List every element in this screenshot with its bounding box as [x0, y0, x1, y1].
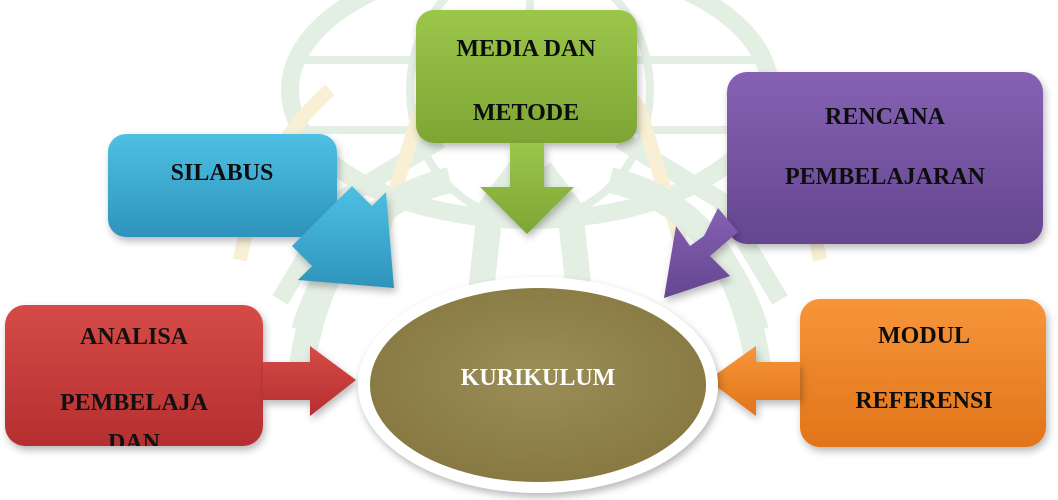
media-metode-label-line-2: METODE — [473, 100, 579, 126]
rencana-arrow — [664, 208, 738, 298]
analisa-label-line-1: ANALISA — [80, 324, 189, 350]
media-metode-arrow — [480, 143, 574, 234]
center-node: KURIKULUM — [358, 277, 718, 493]
arrow-down-icon — [480, 143, 574, 234]
rencana-label-line-1: RENCANA — [825, 104, 946, 130]
analisa-box — [5, 305, 263, 446]
arrow-right-down-icon — [292, 186, 394, 288]
modul-label-line-1: MODUL — [878, 323, 970, 349]
media-metode-label-line-1: MEDIA DAN — [456, 36, 596, 62]
silabus-arrow — [292, 186, 394, 288]
rencana-label-line-2: PEMBELAJARAN — [785, 164, 986, 190]
media-metode-box — [416, 10, 637, 143]
silabus-box — [108, 134, 337, 237]
modul-arrow — [708, 346, 800, 416]
silabus-node: SILABUS — [108, 134, 337, 237]
analisa-label-line-2: PEMBELAJA — [60, 390, 209, 416]
modul-label-line-2: REFERENSI — [855, 388, 992, 414]
arrow-left-down-icon — [664, 208, 738, 298]
rencana-box — [727, 72, 1043, 244]
arrow-right-icon — [263, 346, 356, 416]
rencana-node: RENCANA PEMBELAJARAN — [727, 72, 1043, 244]
analisa-node — [5, 305, 263, 446]
analisa-arrow — [263, 346, 356, 416]
silabus-label: SILABUS — [171, 160, 274, 186]
center-ellipse — [370, 288, 706, 482]
media-metode-node: MEDIA DAN METODE — [416, 10, 637, 143]
modul-box — [800, 299, 1046, 447]
center-label: KURIKULUM — [461, 365, 616, 391]
arrow-left-icon — [708, 346, 800, 416]
modul-node: MODUL REFERENSI — [800, 299, 1046, 447]
analisa-label-line-3: DAN — [108, 430, 161, 456]
